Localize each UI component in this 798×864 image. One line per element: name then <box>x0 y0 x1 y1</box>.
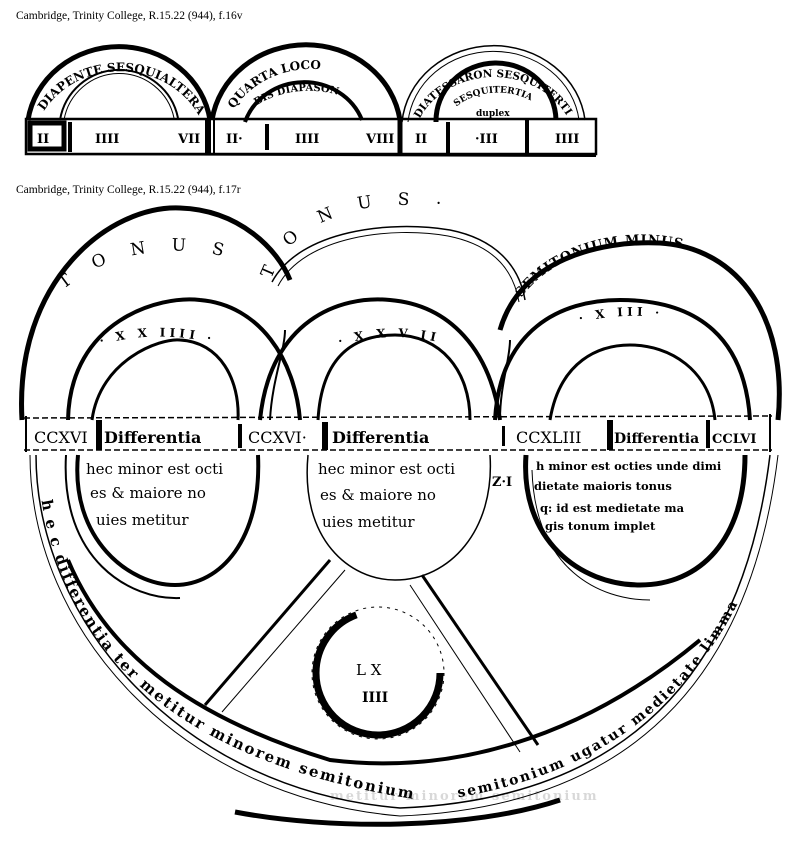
cell-8: ·III <box>475 132 498 147</box>
spokes <box>203 559 540 753</box>
circle-1: hec minor est octi es & maiore no uies m… <box>64 454 261 600</box>
center-value-line-1: L X <box>356 661 382 679</box>
svg-text:hec minor est octi es &: hec minor est octi es & maiore no uies m… <box>86 460 228 529</box>
band-value-1: CCXVI <box>34 428 88 447</box>
band-label-2: Differentia <box>332 428 429 447</box>
band-value-2: CCXVI· <box>248 428 307 447</box>
circle-2-line-2: es & maiore no <box>320 486 436 504</box>
band-value-3: CCXLIII <box>516 428 581 447</box>
circle-2-line-3: uies metitur <box>322 513 415 531</box>
inner-arches <box>66 297 752 421</box>
circle-3: h minor est octies unde dimi dietate mai… <box>523 454 748 601</box>
cell-6: VIII <box>365 132 394 147</box>
circle-3-line-3: q: id est medietate ma <box>540 501 685 515</box>
side-mark: Z·I <box>492 475 512 490</box>
band-labels: CCXVI Differentia CCXVI· Differentia CCX… <box>34 428 756 447</box>
bottom-band-text-right: semitonium ugatur medietate limma <box>456 596 742 801</box>
cell-4: II· <box>226 132 243 147</box>
circle-3-line-4: gis tonum implet <box>545 519 656 533</box>
circle-1-line-1: hec minor est octi <box>86 460 223 478</box>
figure-caption-f16v: Cambridge, Trinity College, R.15.22 (944… <box>16 10 243 22</box>
cell-3: VII <box>177 132 200 147</box>
svg-text:hec minor est octi es &: hec minor est octi es & maiore no uies m… <box>318 460 460 531</box>
arch-number-2: · X X V II <box>336 326 441 348</box>
band-label-1: Differentia <box>104 428 201 447</box>
circle-2-line-1: hec minor est octi <box>318 460 455 478</box>
bottom-band-text-mid: metitur minorem semitonium <box>330 789 599 804</box>
ratio-bar <box>24 117 598 157</box>
inner-bottom-arc <box>66 559 702 766</box>
band-end-value: CCLVI <box>712 432 756 447</box>
cell-1: II <box>37 132 49 147</box>
band-label-3: Differentia <box>614 431 699 447</box>
figure-caption-f17r: Cambridge, Trinity College, R.15.22 (944… <box>16 184 241 196</box>
arch-label-semitonium: SEMITONIUM MINUS <box>513 233 686 300</box>
cell-9: IIII <box>555 132 579 147</box>
cell-5: IIII <box>295 132 319 147</box>
arch-number-3: · X III · <box>577 305 664 326</box>
circle-3-line-1: h minor est octies unde dimi <box>536 459 722 473</box>
circle-2: hec minor est octi es & maiore no uies m… <box>306 454 492 581</box>
arch-small-label-3: duplex <box>476 109 510 119</box>
cell-7: II <box>415 132 427 147</box>
outer-boundary <box>19 205 782 827</box>
svg-text:h minor est octies unde dimi: h minor est octies unde dimi dietate mai… <box>534 459 725 533</box>
circle-3-line-2: dietate maioris tonus <box>534 479 672 493</box>
cell-2: IIII <box>95 132 119 147</box>
center-value-line-2: IIII <box>362 690 388 706</box>
center-circle: L X IIII <box>311 606 445 740</box>
circle-1-line-3: uies metitur <box>96 511 189 529</box>
ratio-cells: II IIII VII II· IIII VIII II ·III IIII <box>37 132 579 147</box>
arch-label-tonus-1: T O N U S <box>55 235 236 293</box>
differentia-band <box>23 414 773 452</box>
circle-1-line-2: es & maiore no <box>90 484 206 502</box>
